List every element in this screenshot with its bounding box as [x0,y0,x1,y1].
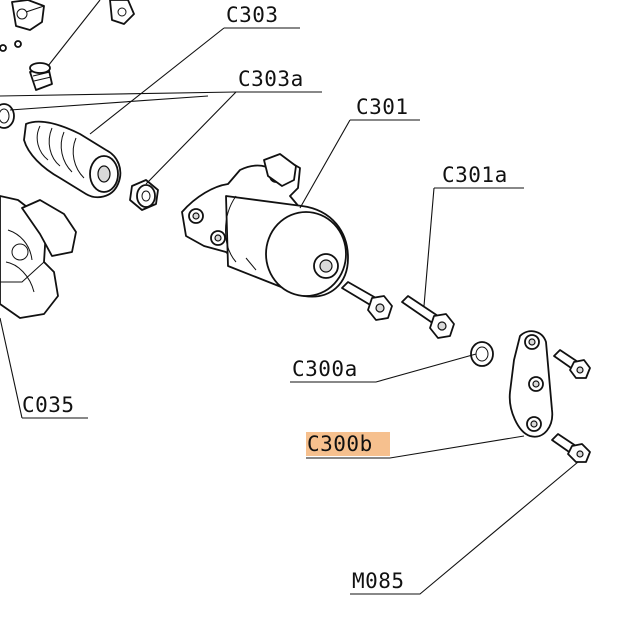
o-ring-part [470,341,494,367]
small-bolt-part-2 [551,433,591,463]
left-edge-ring [0,103,15,129]
label-c301a: C301a [442,163,508,187]
label-m085: M085 [352,569,405,593]
label-c300b-highlight [306,432,390,456]
label-c303a: C303a [238,67,304,91]
starter-motor-part [181,153,349,298]
label-c300a: C300a [292,357,358,381]
label-c301: C301 [356,95,409,119]
housing-block-part [0,195,77,319]
label-c035: C035 [22,393,75,417]
bellows-boot-part [23,120,122,199]
leader-lines [0,0,579,595]
bushing-part [129,179,159,211]
small-boot-part [29,62,53,91]
bolt-part-1 [341,281,393,321]
bracket-plate-part [508,330,554,438]
small-bolt-part-1 [553,349,591,379]
bolt-part-2 [401,295,455,339]
label-c300b: C300b [307,432,373,456]
label-c303: C303 [226,3,279,27]
partial-part-top-left [0,0,135,52]
